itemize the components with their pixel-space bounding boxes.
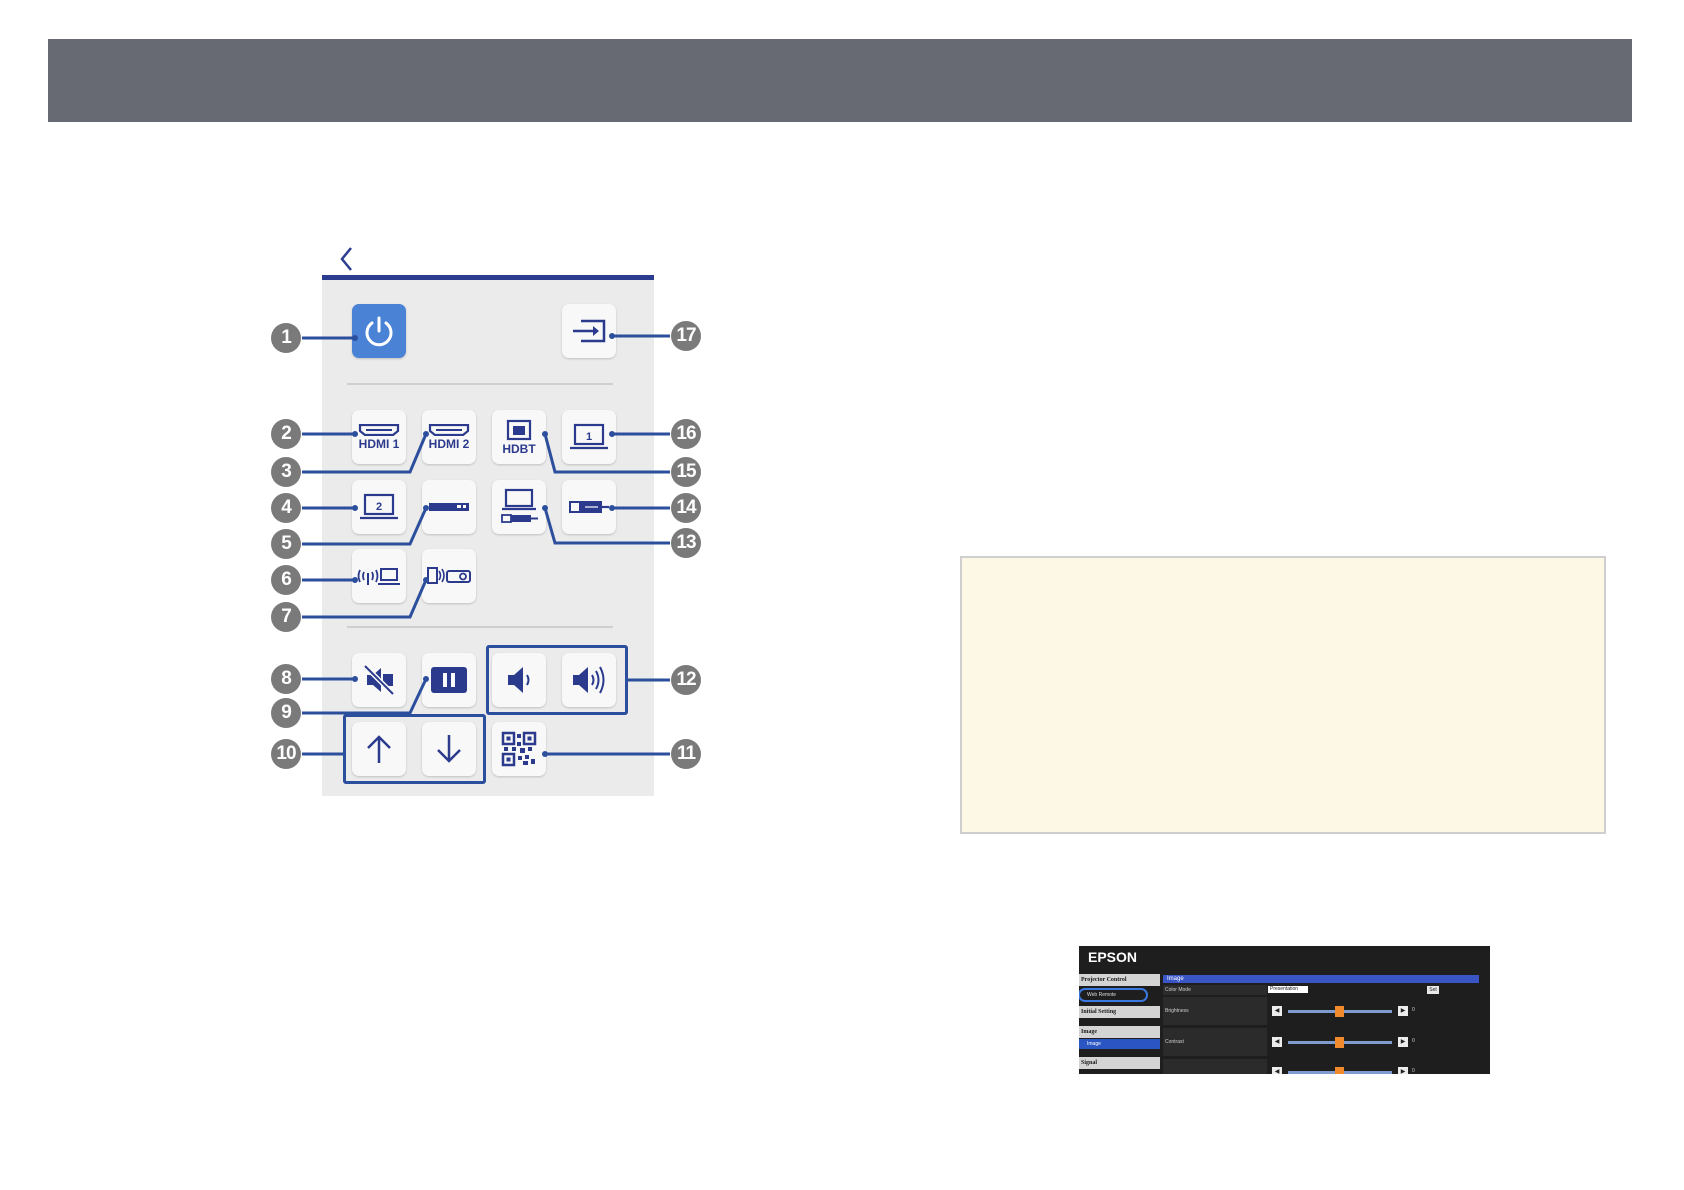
brightness-slider-knob[interactable]	[1335, 1006, 1344, 1017]
callout-6: 6	[271, 565, 301, 595]
row3-value: 0	[1412, 1068, 1415, 1074]
callout-14: 14	[671, 493, 701, 523]
contrast-value: 0	[1412, 1038, 1415, 1044]
callout-12: 12	[671, 665, 701, 695]
callout-16: 16	[671, 419, 701, 449]
web-control-screenshot: EPSON Projector Control Web Remote Initi…	[1079, 946, 1490, 1074]
brightness-label: Brightness	[1163, 997, 1267, 1025]
callout-5: 5	[271, 529, 301, 559]
web-remote-highlight	[1079, 988, 1148, 1002]
callout-7: 7	[271, 602, 301, 632]
callout-1: 1	[271, 323, 301, 353]
callout-3: 3	[271, 457, 301, 487]
callout-15: 15	[671, 457, 701, 487]
nav-projector-control[interactable]: Projector Control	[1079, 974, 1160, 986]
note-box	[960, 556, 1606, 834]
color-mode-select[interactable]: Presentation	[1268, 986, 1308, 993]
nav-initial-setting[interactable]: Initial Setting	[1079, 1006, 1160, 1018]
row3-slider-knob[interactable]	[1335, 1067, 1344, 1074]
epson-logo: EPSON	[1088, 949, 1137, 965]
next-row-label	[1163, 1059, 1267, 1074]
nav-image[interactable]: Image	[1079, 1026, 1160, 1038]
callout-11: 11	[671, 739, 701, 769]
callout-9: 9	[271, 698, 301, 728]
brightness-decrease-button[interactable]: ◀	[1272, 1006, 1282, 1016]
row3-decrease-button[interactable]: ◀	[1272, 1067, 1282, 1074]
nav-signal[interactable]: Signal	[1079, 1057, 1160, 1069]
color-mode-label: Color Mode	[1163, 985, 1267, 995]
contrast-increase-button[interactable]: ▶	[1398, 1037, 1408, 1047]
callout-10: 10	[271, 739, 301, 769]
contrast-slider-knob[interactable]	[1335, 1037, 1344, 1048]
section-title: Image	[1163, 975, 1479, 983]
callout-2: 2	[271, 419, 301, 449]
nav-image-sub[interactable]: Image	[1079, 1039, 1160, 1049]
brightness-increase-button[interactable]: ▶	[1398, 1006, 1408, 1016]
callout-4: 4	[271, 493, 301, 523]
row3-increase-button[interactable]: ▶	[1398, 1067, 1408, 1074]
brightness-value: 0	[1412, 1007, 1415, 1013]
callout-8: 8	[271, 664, 301, 694]
contrast-decrease-button[interactable]: ◀	[1272, 1037, 1282, 1047]
callout-13: 13	[671, 528, 701, 558]
contrast-label: Contrast	[1163, 1028, 1267, 1056]
callout-17: 17	[671, 321, 701, 351]
set-button[interactable]: Set	[1427, 986, 1439, 994]
